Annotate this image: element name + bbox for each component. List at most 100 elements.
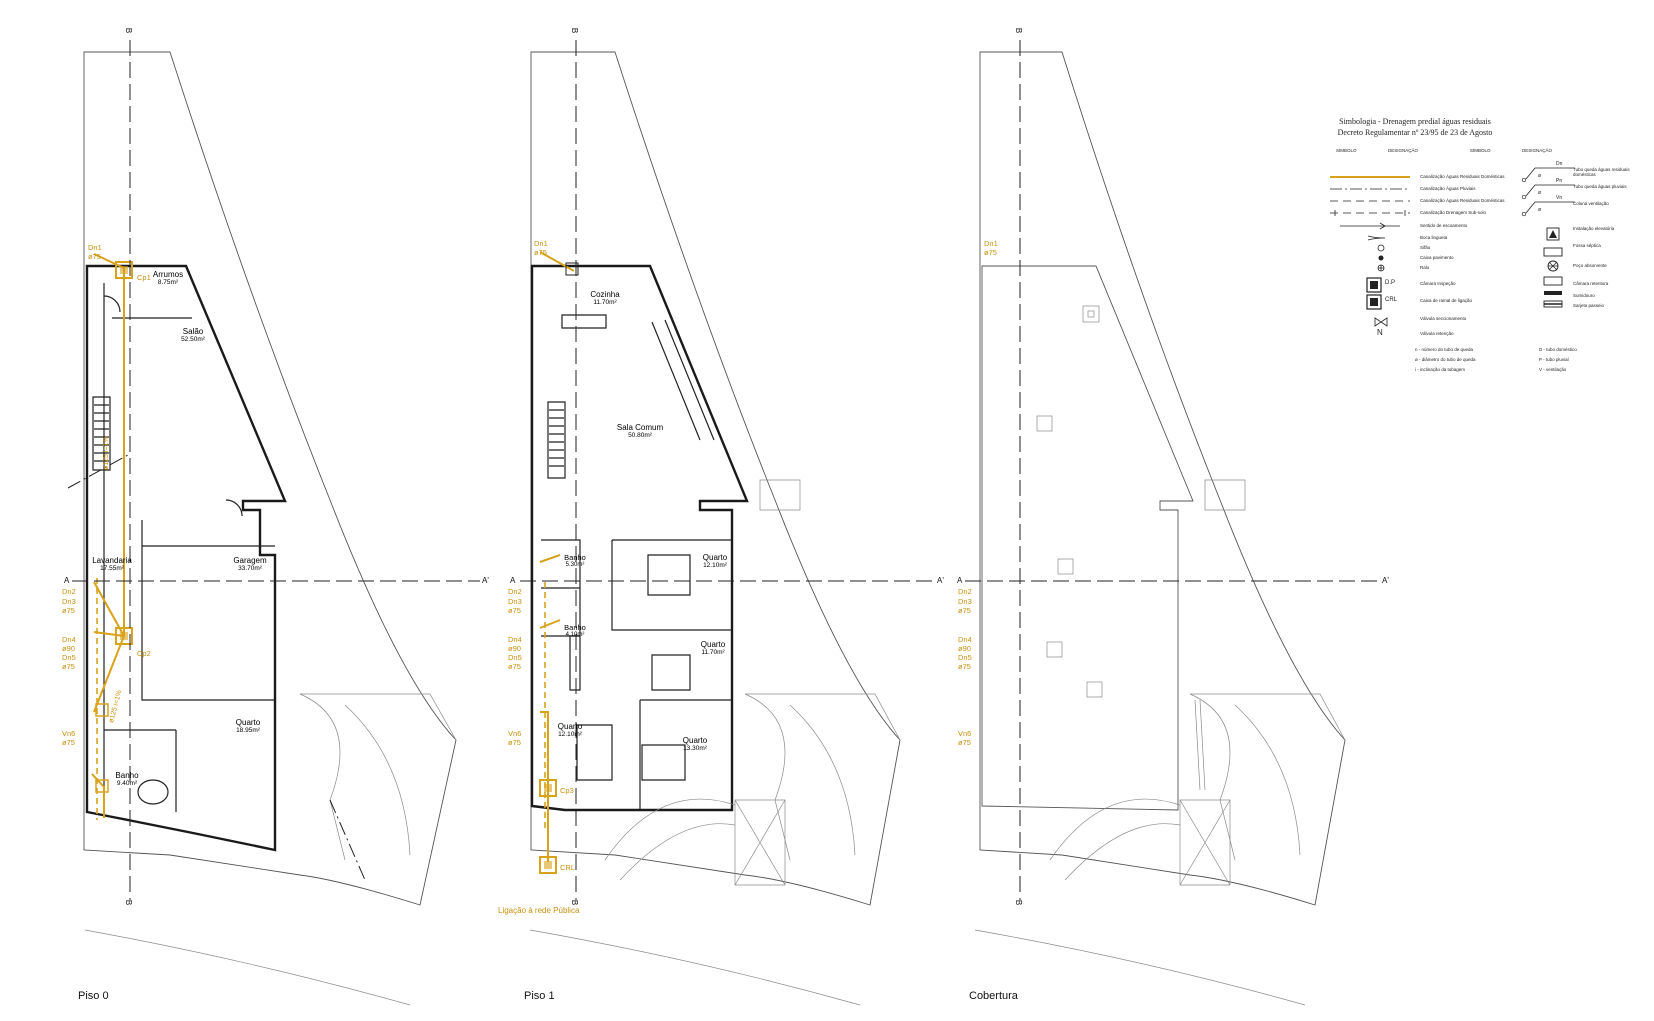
- pipe-tag: ø75: [958, 606, 971, 615]
- pipe-tag: ø75: [534, 248, 547, 257]
- legend-right-symbol: Pn: [1556, 178, 1563, 184]
- room-area: 8.75m²: [157, 279, 179, 286]
- room-area: 9.40m²: [116, 780, 138, 787]
- section-tag-b: B: [570, 899, 580, 906]
- section-axes: [72, 40, 1380, 900]
- pipe-tag: ø75: [62, 606, 75, 615]
- legend-right-symbol: ø: [1538, 190, 1542, 196]
- section-tag-a-end: A': [1382, 576, 1389, 585]
- pipe-tag: Dn2: [508, 587, 522, 596]
- room-name: Banho: [115, 771, 139, 780]
- room-banho: Banho 9.40m²: [102, 771, 152, 787]
- room-name: Lavandaria: [92, 556, 132, 565]
- legend-item: Instalação elevatória: [1573, 226, 1615, 231]
- legend-item: Válvula retenção: [1420, 331, 1454, 336]
- room-area: 33.70m²: [238, 565, 262, 572]
- public-network-connection-label: Ligação à rede Pública: [498, 906, 580, 915]
- pipe-tag: Dn2: [958, 587, 972, 596]
- legend-right-symbol: Dn: [1556, 161, 1563, 167]
- pipe-tag: Dn3: [508, 597, 522, 606]
- room-lavandaria: Lavandaria 17.55m²: [84, 556, 140, 572]
- room-quarto: Quarto 12.10m²: [545, 722, 595, 738]
- legend-symbols: [1330, 167, 1575, 327]
- room-quarto: Quarto 12.10m²: [685, 553, 745, 569]
- pipe-tag: ø90: [62, 644, 75, 653]
- plot-boundary: [979, 51, 1346, 906]
- roof-outline: [981, 265, 1194, 811]
- section-tag-a-end: A': [482, 576, 489, 585]
- legend-item: Canalização Drenagem Sub-solo: [1420, 210, 1487, 215]
- legend-item: Tubo queda águas pluviais: [1573, 184, 1627, 189]
- room-area: 12.10m²: [703, 562, 727, 569]
- pipe-tag: Vn6: [958, 729, 972, 738]
- room-area: 11.70m²: [593, 299, 617, 306]
- section-tag-a: A: [510, 576, 516, 585]
- room-name: Quarto: [557, 722, 583, 731]
- pipe-tag: ø75: [62, 738, 75, 747]
- room-area: 52.50m²: [181, 336, 205, 343]
- pipe-tag: ø75: [88, 252, 101, 261]
- room-name: Banho: [564, 553, 586, 562]
- plot-boundary: [83, 51, 457, 906]
- room-area: 5.30m²: [565, 562, 585, 568]
- legend-note: D - tubo doméstico: [1539, 347, 1577, 352]
- pipe-tag: ø75: [984, 248, 997, 257]
- room-quarto: Quarto 13.30m²: [665, 736, 725, 752]
- pipe-tag: Cp3: [560, 786, 574, 795]
- legend-item: Câmara retentora: [1573, 281, 1609, 286]
- legend-note: n - número do tubo de queda: [1415, 347, 1474, 352]
- pipe-tag: Dn1: [88, 243, 102, 252]
- legend-item: Caixa pavimento: [1420, 255, 1454, 260]
- room-name: Cozinha: [590, 290, 620, 299]
- pipe-tag: Vn6: [508, 729, 522, 738]
- legend-item: Câmara Inspeção: [1420, 281, 1456, 286]
- floor-label-piso-1: Piso 1: [524, 990, 555, 1002]
- room-area: 13.30m²: [683, 745, 707, 752]
- pipe-tag: Dn5: [62, 653, 76, 662]
- legend-note: i - inclinação da tubagem: [1415, 367, 1466, 372]
- room-cozinha: Cozinha 11.70m²: [575, 290, 635, 306]
- room-arrumos: Arrumos 8.75m²: [138, 270, 198, 286]
- legend-col-symbol: SÍMBOLO: [1470, 148, 1491, 153]
- room-area: 12.10m²: [558, 731, 582, 738]
- pipe-tag: Dn3: [62, 597, 76, 606]
- legend-item: Ralo: [1420, 265, 1430, 270]
- room-area: 17.55m²: [100, 565, 124, 572]
- legend-col-symbol: SÍMBOLO: [1336, 148, 1357, 153]
- legend-item: Sumidouro: [1573, 293, 1595, 298]
- legend-subtitle: Decreto Regulamentar nº 23/95 de 23 de A…: [1337, 128, 1493, 137]
- room-name: Quarto: [235, 718, 261, 727]
- legend-col-designation: DESIGNAÇÃO: [1522, 148, 1553, 153]
- legend-title: Simbologia - Drenagem predial águas resi…: [1339, 117, 1491, 126]
- room-sala-comum: Sala Comum 50.80m²: [605, 423, 675, 439]
- legend-item: Canalização Águas Residuais Domésticas: [1420, 198, 1505, 203]
- legend-item: Caixa de ramal de ligação: [1420, 298, 1473, 303]
- room-quarto: Quarto 18.95m²: [218, 718, 278, 734]
- section-tag-b: B: [124, 899, 134, 906]
- section-tag-b: B: [570, 27, 580, 34]
- legend-note: ø - diâmetro do tubo de queda: [1415, 357, 1476, 362]
- pipe-tag: ø90: [508, 644, 521, 653]
- pipe-tag: Vn6: [62, 729, 76, 738]
- legend-note: P - tubo pluvial: [1539, 357, 1569, 362]
- legend-right-symbol: ø: [1538, 207, 1542, 213]
- room-banho: Banho 4.10m²: [552, 623, 598, 638]
- floor-label-piso-0: Piso 0: [78, 990, 109, 1002]
- legend-symbol-dp: D.P: [1385, 280, 1396, 286]
- legend-item: Sentido de escoamento: [1420, 223, 1468, 228]
- pipe-tag: Dn4: [62, 635, 76, 644]
- room-name: Garagem: [233, 556, 267, 565]
- section-tag-a: A: [957, 576, 963, 585]
- room-salao: Salão 52.50m²: [163, 327, 223, 343]
- legend-item: Sifão: [1420, 245, 1431, 250]
- pipe-tag: ø75: [958, 662, 971, 671]
- pipe-tag: ø75: [508, 606, 521, 615]
- pipe-slope: ø125 i=1%: [103, 436, 110, 470]
- room-name: Quarto: [702, 553, 728, 562]
- legend-col-designation: DESIGNAÇÃO: [1388, 148, 1419, 153]
- room-garagem: Garagem 33.70m²: [220, 556, 280, 572]
- legend-item: Canalização Águas Residuais Domésticas: [1420, 174, 1505, 179]
- legend-item: Válvula seccionamento: [1420, 316, 1467, 321]
- plan-piso-0: [67, 51, 457, 1006]
- room-name: Banho: [564, 623, 586, 632]
